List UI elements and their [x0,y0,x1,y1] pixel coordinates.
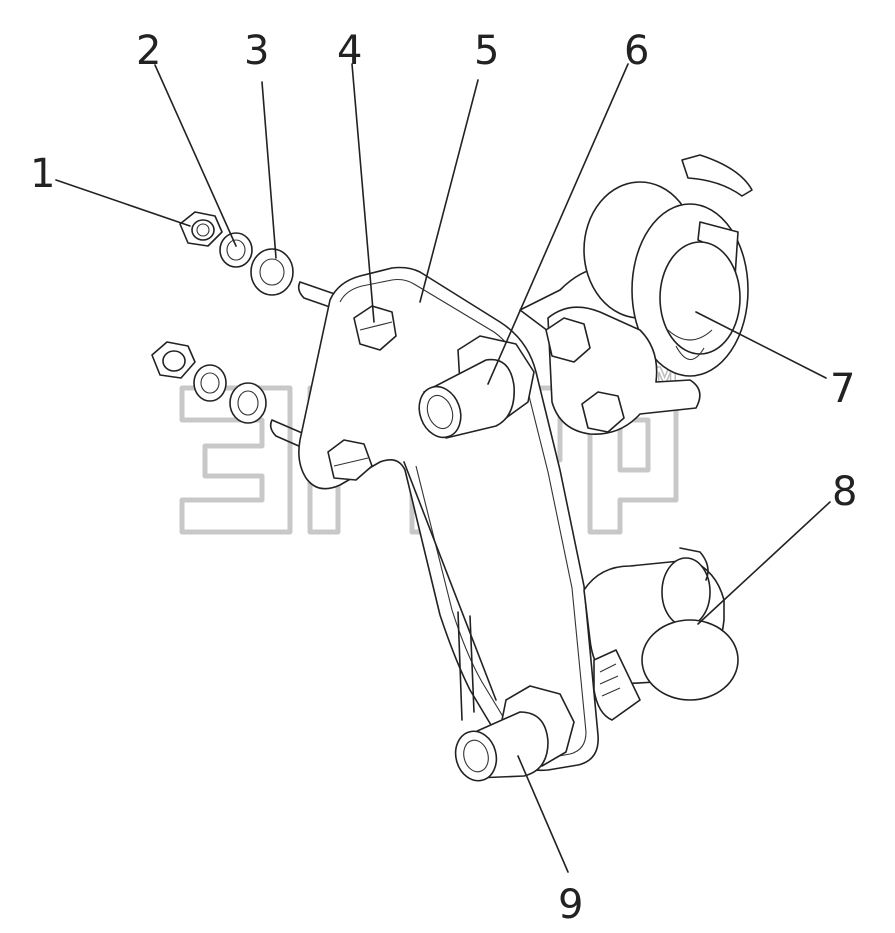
part-8-lower-valve [583,547,739,721]
part-6-fitting [418,335,535,439]
leader-lines [55,63,831,873]
callout-4: 4 [337,28,362,74]
part-7-bolts [545,317,625,433]
callout-1: 1 [30,151,55,197]
callout-3: 3 [244,28,269,74]
part-4-bolt-lower [327,439,373,481]
part-7-valve-head [519,154,753,435]
part-4-bolt-upper [353,305,397,351]
callout-5: 5 [474,28,499,74]
callout-7: 7 [830,366,855,412]
callout-8: 8 [832,469,857,515]
callout-9: 9 [558,882,583,928]
lower-fastener-stack [151,341,267,424]
callout-6: 6 [624,28,649,74]
part-9-lower-tube-frame [457,611,475,721]
part-3-washer [250,248,294,296]
part-1-nut [179,211,223,247]
callout-2: 2 [136,28,161,74]
part-2-washer [219,232,253,268]
part-9-fitting [454,685,575,782]
callout-labels: 1 2 3 4 5 6 7 8 9 [30,28,857,928]
